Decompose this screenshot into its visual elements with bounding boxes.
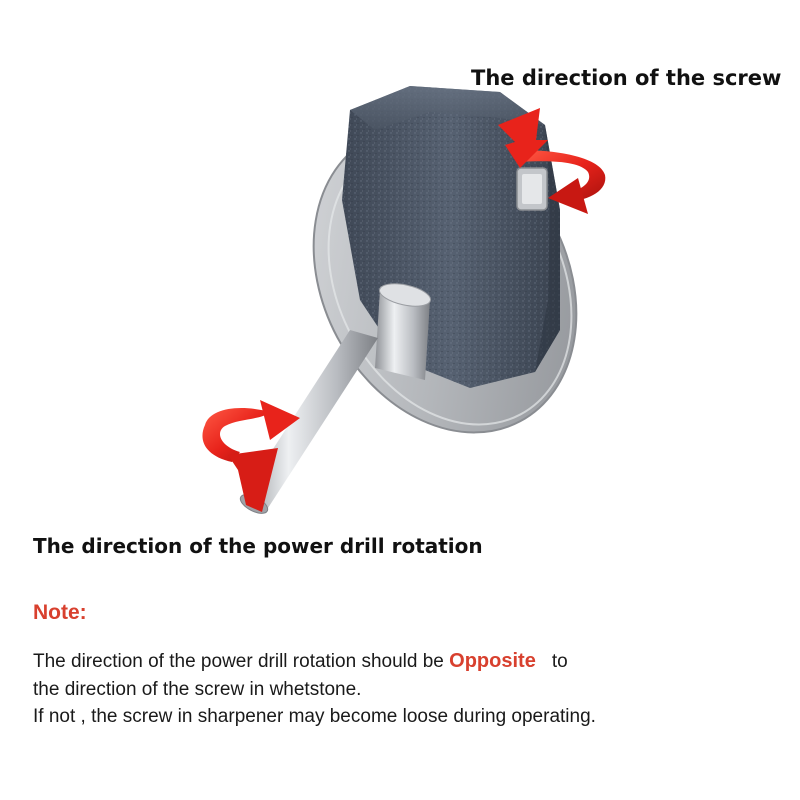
- note-emphasis-opposite: Opposite: [449, 650, 536, 672]
- note-line-1: The direction of the power drill rotatio…: [33, 650, 568, 673]
- note-line-1-end: to: [551, 651, 568, 672]
- screw-nut: [516, 167, 548, 211]
- drill-direction-label: The direction of the power drill rotatio…: [33, 534, 483, 558]
- screw-direction-label: The direction of the screw: [471, 66, 782, 90]
- note-line-1-start: The direction of the power drill rotatio…: [33, 651, 450, 672]
- note-title: Note:: [33, 601, 87, 624]
- note-line-2: the direction of the screw in whetstone.: [33, 679, 362, 700]
- note-line-3: If not , the screw in sharpener may beco…: [33, 706, 596, 727]
- drill-rotation-arrow-icon: [202, 400, 300, 512]
- shaft-collar: [375, 283, 432, 380]
- screw-rotation-arrow-icon: [498, 108, 606, 214]
